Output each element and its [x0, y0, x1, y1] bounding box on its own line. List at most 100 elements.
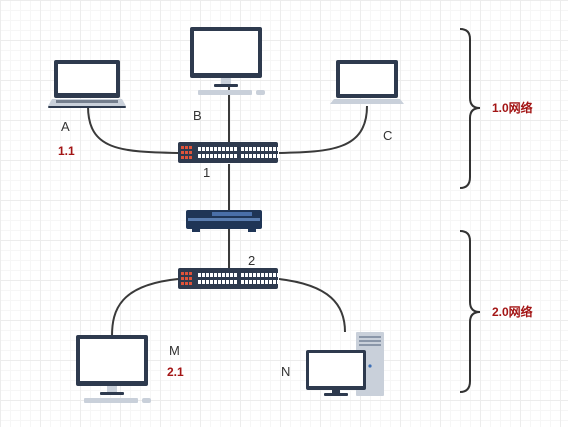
- label-c: C: [383, 128, 393, 143]
- switch-port: [234, 147, 237, 151]
- switch-port: [210, 280, 213, 284]
- switch-port: [234, 154, 237, 158]
- switch-port: [230, 147, 233, 151]
- switch-port: [218, 280, 221, 284]
- switch-port: [265, 280, 268, 284]
- switch-port: [273, 147, 276, 151]
- switch-port: [277, 154, 280, 158]
- laptop-icon: [330, 60, 404, 104]
- switch-port: [253, 154, 256, 158]
- switch-port: [261, 154, 264, 158]
- switch-port: [198, 280, 201, 284]
- switch-port: [257, 280, 260, 284]
- switch-port: [261, 273, 264, 277]
- switch-port: [230, 154, 233, 158]
- switch-port: [206, 273, 209, 277]
- switch-port: [230, 273, 233, 277]
- switch-port: [249, 154, 252, 158]
- switch-port: [253, 147, 256, 151]
- switch-port: [249, 280, 252, 284]
- ip-label-m: 2.1: [167, 365, 184, 379]
- switch-port: [226, 147, 229, 151]
- switch-port: [226, 280, 229, 284]
- cables: [87, 86, 368, 337]
- switch-port: [218, 154, 221, 158]
- switch-port: [210, 273, 213, 277]
- cable-switch2-n: [278, 278, 346, 333]
- switch-port: [269, 147, 272, 151]
- desktop-tower-icon: [306, 332, 384, 396]
- switch-port: [214, 154, 217, 158]
- switch-port: [198, 154, 201, 158]
- switch-port: [273, 280, 276, 284]
- switch-port: [202, 273, 205, 277]
- switch-port: [277, 280, 280, 284]
- label-switch-1: 1: [203, 165, 211, 180]
- switch-port: [222, 147, 225, 151]
- group-label-network-1: 1.0网络: [492, 101, 533, 115]
- switch-port: [253, 280, 256, 284]
- group-label-network-2: 2.0网络: [492, 305, 533, 319]
- switch-port: [257, 273, 260, 277]
- switch-port: [198, 273, 201, 277]
- switch-port: [230, 280, 233, 284]
- switch-port: [218, 273, 221, 277]
- switch-port: [249, 147, 252, 151]
- desktop-monitor-icon: [190, 27, 265, 95]
- switch-port: [206, 280, 209, 284]
- switch-port: [218, 147, 221, 151]
- switch-port: [265, 147, 268, 151]
- switch-port: [210, 147, 213, 151]
- label-b: B: [193, 108, 202, 123]
- cable-c-switch1: [278, 105, 368, 154]
- switch-port: [253, 273, 256, 277]
- switch-port: [265, 273, 268, 277]
- brace-network-2: [459, 230, 481, 393]
- switch-port: [210, 154, 213, 158]
- switch-port: [277, 273, 280, 277]
- switch-port: [265, 154, 268, 158]
- switch-port: [245, 154, 248, 158]
- router-icon: [186, 210, 262, 232]
- switch-port: [226, 273, 229, 277]
- switch-port: [269, 280, 272, 284]
- switch-port: [222, 154, 225, 158]
- switch-port: [257, 154, 260, 158]
- ip-label-a: 1.1: [58, 144, 75, 158]
- brace-network-1: [459, 28, 481, 189]
- switch-port: [202, 147, 205, 151]
- switch-port: [226, 154, 229, 158]
- switch-port: [249, 273, 252, 277]
- desktop-monitor-icon: [76, 335, 151, 403]
- switch-port: [261, 280, 264, 284]
- switch-port: [273, 273, 276, 277]
- switch-port: [257, 147, 260, 151]
- switch-port: [245, 280, 248, 284]
- switch-port: [214, 273, 217, 277]
- cable-a-switch1: [87, 105, 179, 154]
- switch-port: [206, 147, 209, 151]
- switch-port: [234, 273, 237, 277]
- switch-port: [206, 154, 209, 158]
- network-switch-icon: [178, 268, 280, 289]
- switch-port: [202, 280, 205, 284]
- network-switch-icon: [178, 142, 280, 163]
- switch-port: [273, 154, 276, 158]
- switch-port: [234, 280, 237, 284]
- switch-port: [202, 154, 205, 158]
- switch-port: [214, 280, 217, 284]
- switch-port: [241, 154, 244, 158]
- switch-port: [198, 147, 201, 151]
- switch-port: [222, 273, 225, 277]
- label-m: M: [169, 343, 180, 358]
- switch-port: [214, 147, 217, 151]
- switch-port: [241, 280, 244, 284]
- laptop-icon: [48, 60, 126, 108]
- switch-port: [269, 154, 272, 158]
- cable-switch2-m: [111, 278, 179, 337]
- label-n: N: [281, 364, 291, 379]
- switch-port: [245, 273, 248, 277]
- switch-port: [241, 273, 244, 277]
- switch-port: [261, 147, 264, 151]
